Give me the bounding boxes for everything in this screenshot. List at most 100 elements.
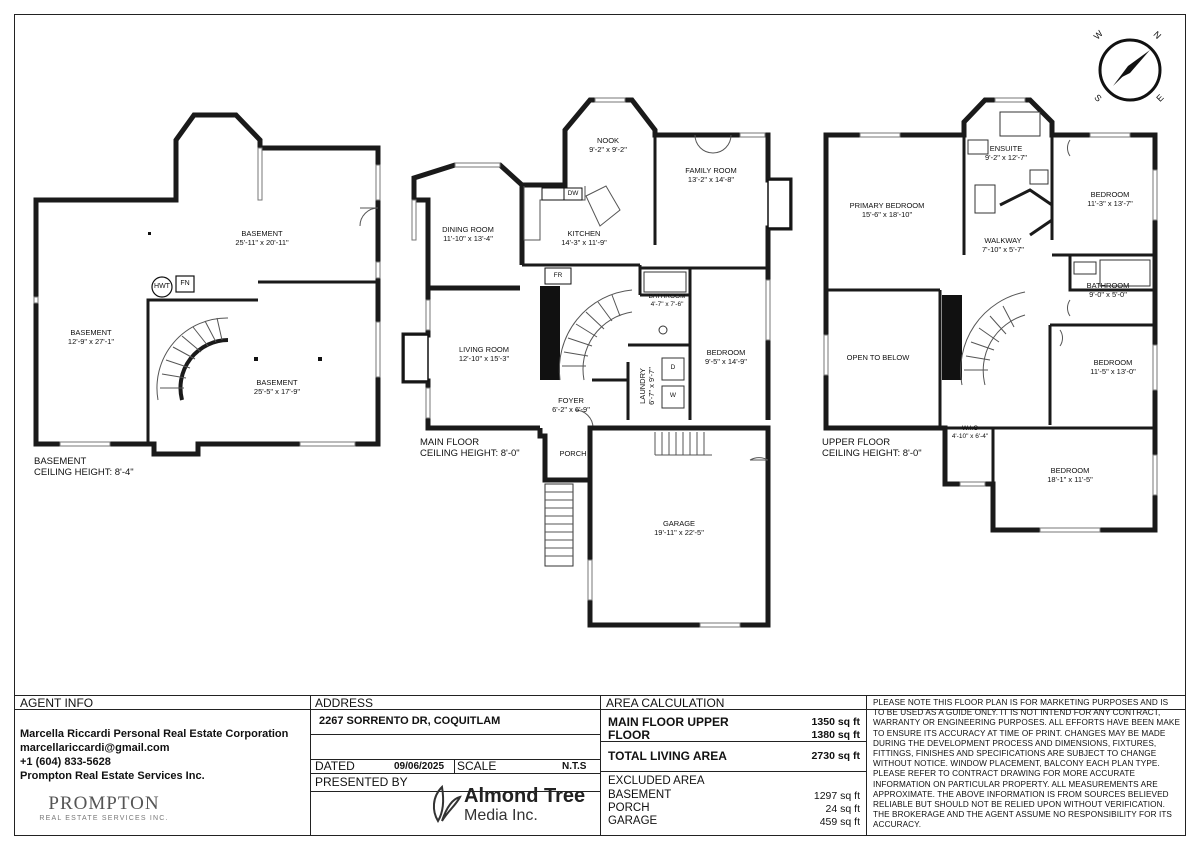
room-name: FAMILY ROOM — [685, 166, 737, 175]
scale-value: N.T.S — [562, 761, 587, 772]
dw-label: DW — [567, 190, 579, 197]
agent-name: Marcella Riccardi Personal Real Estate C… — [20, 728, 289, 740]
upper-floor-plan — [823, 97, 1158, 533]
info-panel: AGENT INFO Marcella Riccardi Personal Re… — [14, 695, 1186, 836]
room-dimensions: 13'-2" x 14'-8" — [687, 175, 735, 184]
room-name: BEDROOM — [1090, 190, 1130, 199]
room-dimensions: 25'-5" x 17'-9" — [253, 387, 301, 396]
compass — [1098, 38, 1162, 102]
area-row-label: BASEMENT — [608, 789, 672, 801]
room-dimensions: 9'-0" x 5'-0" — [1089, 290, 1127, 299]
area-row-label: MAIN FLOOR UPPER — [608, 715, 729, 729]
room-name: KITCHEN — [567, 229, 601, 238]
area-row-value: 1350 sq ft — [811, 716, 860, 728]
area-row-label: GARAGE — [608, 815, 658, 827]
room-dimensions: 19'-11" x 22'-5" — [654, 528, 704, 537]
area-row-label: TOTAL LIVING AREA — [608, 749, 727, 763]
room-dimensions: 25'-11" x 20'-11" — [235, 238, 289, 247]
room-name: BATHROOM — [648, 293, 686, 300]
hwt-label: HWT — [154, 283, 170, 290]
area-row-value: 24 sq ft — [825, 803, 860, 815]
room-name: BATHROOM — [1086, 281, 1130, 290]
fr-label: FR — [553, 272, 563, 279]
room-dimensions: 18'-1" x 11'-5" — [1047, 475, 1093, 484]
room-dimensions: 4'-10" x 6'-4" — [951, 433, 989, 440]
area-row-label: EXCLUDED AREA — [608, 775, 705, 787]
area-row-value: 2730 sq ft — [811, 750, 860, 762]
address-header: ADDRESS — [315, 696, 374, 710]
basement-plan — [33, 112, 381, 457]
area-row-value: 459 sq ft — [819, 816, 860, 828]
dated-value: 09/06/2025 — [394, 761, 445, 772]
main-floor-plan — [401, 97, 793, 628]
agent-brokerage: Prompton Real Estate Services Inc. — [20, 770, 205, 782]
room-name: BEDROOM — [1093, 358, 1133, 367]
room-dimensions: 12'-10" x 15'-3" — [458, 354, 510, 363]
room-label-porch: PORCH — [513, 449, 633, 458]
room-name: DINING ROOM — [442, 225, 494, 234]
area-row-label: FLOOR — [608, 728, 650, 742]
room-name: FOYER — [558, 396, 584, 405]
almond-tree-logo: Almond Tree Media Inc. — [428, 781, 598, 831]
prompton-logo-title: PROMPTON — [48, 793, 160, 814]
upper-floor-title: UPPER FLOOR CEILING HEIGHT: 8'-0" — [822, 437, 922, 459]
prompton-logo: PROMPTON REAL ESTATE SERVICES INC. — [34, 793, 174, 822]
room-name: BASEMENT — [241, 229, 283, 238]
room-name: ENSUITE — [989, 144, 1023, 153]
presenter-line1: Almond Tree — [464, 785, 586, 807]
agent-phone[interactable]: +1 (604) 833-5628 — [20, 756, 111, 768]
room-dimensions: 11'-10" x 13'-4" — [443, 234, 493, 243]
area-row-label: PORCH — [608, 802, 650, 814]
room-dimensions: 6'-7" x 9'-7" — [647, 367, 656, 405]
area-row-value: 1297 sq ft — [813, 790, 860, 802]
basement-title: BASEMENT CEILING HEIGHT: 8'-4" — [34, 456, 134, 478]
room-dimensions: 9'-5" x 14'-9" — [705, 357, 747, 366]
room-name: WALKWAY — [984, 236, 1022, 245]
room-name: BASEMENT — [256, 378, 298, 387]
room-dimensions: 9'-2" x 12'-7" — [985, 153, 1027, 162]
upper-floor-ceiling-text: CEILING HEIGHT: 8'-0" — [822, 448, 922, 459]
room-name: W.I.C — [962, 425, 978, 432]
area-row-value: 1380 sq ft — [811, 729, 860, 741]
washer-label: W — [669, 392, 677, 399]
room-dimensions: 14'-3" x 11'-9" — [561, 238, 607, 247]
room-name: PORCH — [559, 449, 587, 458]
presenter-line2: Media Inc. — [464, 807, 538, 824]
room-name: LIVING ROOM — [458, 345, 509, 354]
room-name: PRIMARY BEDROOM — [849, 201, 925, 210]
presented-by-label: PRESENTED BY — [315, 775, 408, 789]
fn-label: FN — [180, 280, 190, 287]
room-label-open: OPEN TO BELOW — [818, 353, 938, 362]
room-name: BEDROOM — [706, 348, 746, 357]
area-header: AREA CALCULATION — [606, 696, 725, 710]
basement-title-text: BASEMENT — [34, 456, 87, 467]
scale-label: SCALE — [457, 759, 497, 773]
agent-email[interactable]: marcellariccardi@gmail.com — [20, 742, 170, 754]
upper-floor-title-text: UPPER FLOOR — [822, 437, 891, 448]
almond-leaf-icon — [432, 784, 462, 823]
room-dimensions: 7'-10" x 5'-7" — [982, 245, 1024, 254]
room-dimensions: 6'-2" x 6'-9" — [552, 405, 590, 414]
prompton-logo-sub: REAL ESTATE SERVICES INC. — [39, 815, 169, 822]
room-dimensions: 11'-3" x 13'-7" — [1087, 199, 1133, 208]
room-name: BEDROOM — [1050, 466, 1090, 475]
